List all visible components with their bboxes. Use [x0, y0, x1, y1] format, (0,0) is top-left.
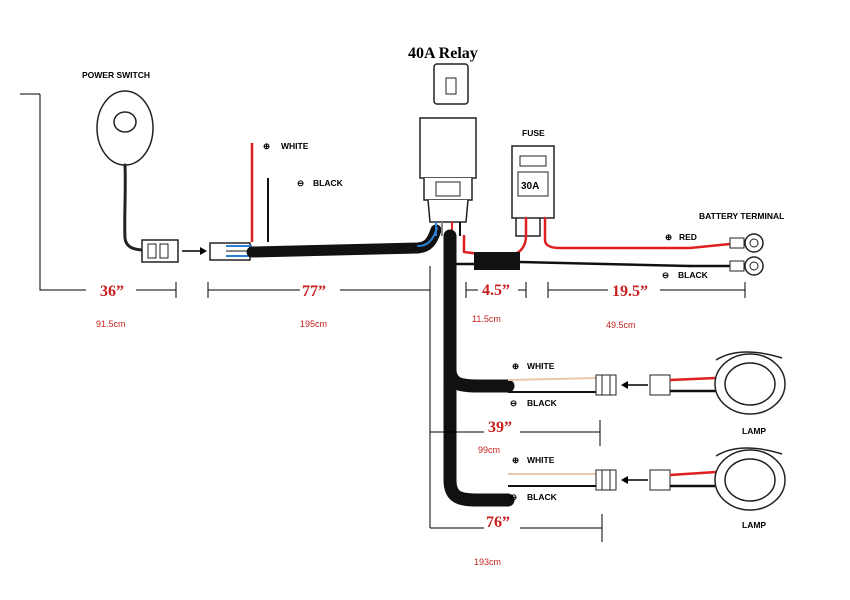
main-length: 77”	[302, 283, 326, 300]
switch-length: 36”	[100, 283, 124, 300]
lamp-2-length: 76”	[486, 514, 510, 531]
switch-length-cm: 91.5cm	[96, 319, 126, 329]
lamp-1-negative-sign: ⊖	[510, 398, 517, 408]
battery-red-label: RED	[679, 232, 697, 242]
relay-title: 40A Relay	[408, 45, 478, 62]
lamp-1-black-label: BLACK	[527, 398, 558, 408]
input-negative-sign: ⊖	[297, 178, 304, 188]
battery-black-label: BLACK	[678, 270, 709, 280]
lamp-1-label: LAMP	[742, 426, 766, 436]
fuse-length: 4.5”	[482, 282, 510, 299]
battery-terminal-label: BATTERY TERMINAL	[699, 211, 784, 221]
fuse-length-cm: 11.5cm	[472, 314, 501, 324]
lamp-2-white-label: WHITE	[527, 455, 555, 465]
input-white-label: WHITE	[281, 141, 309, 151]
power-switch-label: POWER SWITCH	[82, 70, 150, 80]
lamp-1-length-cm: 99cm	[478, 445, 500, 455]
battery-negative-sign: ⊖	[662, 270, 669, 280]
fuse-rating: 30A	[521, 181, 539, 192]
switch-dim-line	[20, 93, 86, 291]
battery-terminals: BATTERY TERMINAL ⊕ RED ⊖ BLACK	[662, 211, 784, 280]
lamp-2: LAMP ⊕ WHITE ⊖ BLACK	[508, 447, 786, 530]
lamp-2-label: LAMP	[742, 520, 766, 530]
battery-length: 19.5”	[612, 283, 648, 300]
lamp-1-white-label: WHITE	[527, 361, 555, 371]
relay	[419, 63, 477, 236]
fuse-holder-block	[474, 252, 520, 270]
lamp-1: LAMP ⊕ WHITE ⊖ BLACK	[507, 351, 786, 436]
main-harness: ⊕ WHITE ⊖ BLACK	[209, 141, 442, 261]
power-switch: POWER SWITCH	[82, 70, 207, 263]
battery-positive-sign: ⊕	[665, 232, 672, 242]
lamp-2-negative-sign: ⊖	[510, 492, 517, 502]
input-positive-label: ⊕	[263, 141, 270, 151]
battery-length-cm: 49.5cm	[606, 320, 636, 330]
lamp-2-length-cm: 193cm	[474, 557, 501, 567]
fuse-label: FUSE	[522, 128, 545, 138]
main-length-cm: 195cm	[300, 319, 327, 329]
input-black-label: BLACK	[313, 178, 344, 188]
lamp-1-positive-sign: ⊕	[512, 361, 519, 371]
lamp-2-black-label: BLACK	[527, 492, 558, 502]
lamp-2-positive-sign: ⊕	[512, 455, 519, 465]
fuse: FUSE 30A	[462, 128, 692, 256]
lamp-1-length: 39”	[488, 419, 512, 436]
